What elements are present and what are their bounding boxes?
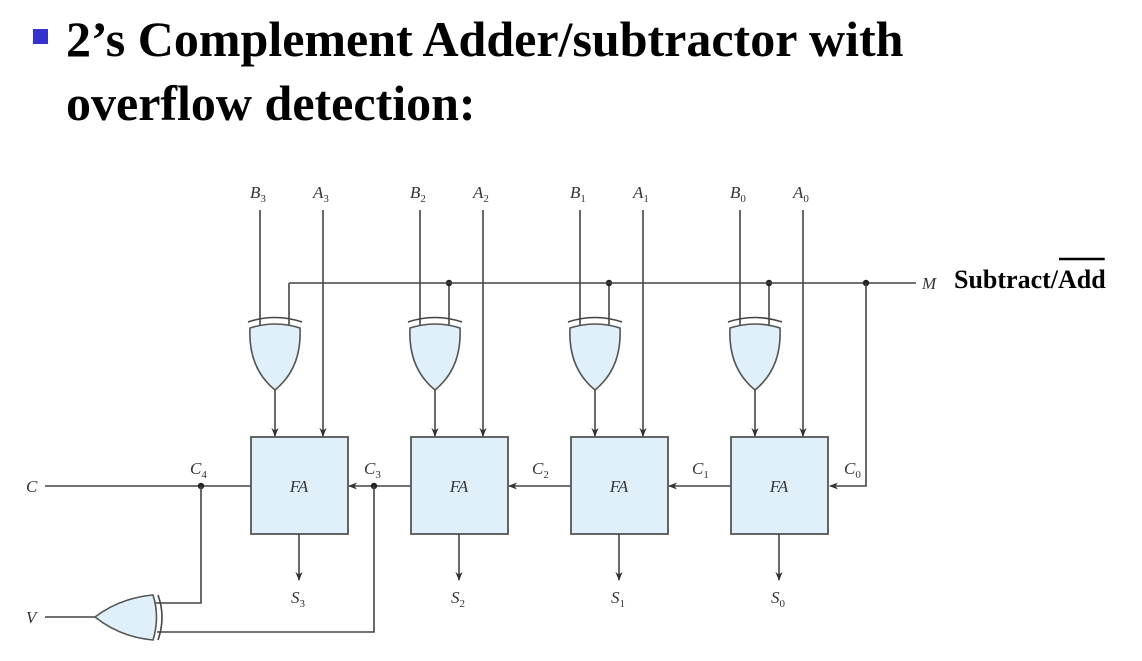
carry-label-c4-subscript: 4 xyxy=(201,469,207,481)
sum-label-subscript: 1 xyxy=(620,598,626,610)
sum-label-subscript: 3 xyxy=(300,598,306,610)
input-a-label: A2 xyxy=(472,183,489,205)
subtract-label: Subtract/ xyxy=(954,265,1059,294)
input-a-label-main: A xyxy=(632,183,644,202)
carry-label-c3-subscript: 3 xyxy=(375,469,381,481)
input-b-label: B2 xyxy=(410,183,426,205)
sum-label-subscript: 2 xyxy=(460,598,466,610)
carry-label-c1-main: C xyxy=(692,459,704,478)
input-b-label-subscript: 3 xyxy=(260,193,266,205)
input-b-label: B1 xyxy=(570,183,586,205)
carry-label-c2-subscript: 2 xyxy=(543,469,549,481)
c4-to-xor-wire xyxy=(153,486,202,604)
input-b-label: B0 xyxy=(730,183,746,205)
overflow-label: V xyxy=(26,608,39,627)
mode-to-c0-wire xyxy=(829,283,867,490)
input-a-label: A1 xyxy=(632,183,649,205)
sum-label-main: S xyxy=(611,588,620,607)
input-a-label-subscript: 1 xyxy=(643,193,649,205)
sum-label: S1 xyxy=(611,588,625,610)
title-line-2: overflow detection: xyxy=(66,75,476,131)
input-a-label-subscript: 2 xyxy=(483,193,489,205)
carry-label-c0-main: C xyxy=(844,459,856,478)
add-overlined-label: Add xyxy=(1058,265,1106,294)
sum-label-main: S xyxy=(771,588,780,607)
sum-label-main: S xyxy=(291,588,300,607)
input-a-label-main: A xyxy=(472,183,484,202)
input-b-label: B3 xyxy=(250,183,266,205)
title-line-1: 2’s Complement Adder/subtractor with xyxy=(66,11,904,67)
carry-out-label: C xyxy=(26,477,38,496)
xor-gate xyxy=(409,323,461,392)
sum-label-main: S xyxy=(451,588,460,607)
c3-to-xor-wire xyxy=(157,486,375,633)
bullet-square-icon xyxy=(33,29,48,44)
full-adder-box xyxy=(250,436,349,535)
xor-gate xyxy=(249,323,301,392)
carry-label-c1-subscript: 1 xyxy=(703,469,709,481)
carry-label-c0: C0 xyxy=(844,459,861,481)
carry-label-c4: C4 xyxy=(190,459,207,481)
sum-label-subscript: 0 xyxy=(780,598,786,610)
carry-label-c3: C3 xyxy=(364,459,381,481)
subtract-add-label: Subtract/Add xyxy=(954,265,1106,294)
input-a-label: A3 xyxy=(312,183,329,205)
input-b-label-subscript: 1 xyxy=(580,193,586,205)
carry-label-c3-main: C xyxy=(364,459,376,478)
full-adder-label: FA xyxy=(609,477,629,496)
input-b-label-main: B xyxy=(250,183,261,202)
carry-label-c4-main: C xyxy=(190,459,202,478)
xor-gate xyxy=(729,323,781,392)
full-adder-box xyxy=(570,436,669,535)
sum-label: S3 xyxy=(291,588,306,610)
input-b-label-main: B xyxy=(410,183,421,202)
xor-gate-back-arc xyxy=(567,316,623,323)
input-b-label-subscript: 0 xyxy=(740,193,746,205)
carry-label-c1: C1 xyxy=(692,459,709,481)
input-a-label-main: A xyxy=(792,183,804,202)
sum-label: S2 xyxy=(451,588,465,610)
overflow-xor-gate xyxy=(93,594,158,641)
input-a-label-subscript: 3 xyxy=(323,193,329,205)
input-a-label: A0 xyxy=(792,183,809,205)
xor-gate-back-arc xyxy=(727,316,783,323)
full-adder-label: FA xyxy=(769,477,789,496)
xor-gate xyxy=(569,323,621,392)
input-b-label-main: B xyxy=(730,183,741,202)
input-a-label-subscript: 0 xyxy=(803,193,809,205)
carry-label-c2-main: C xyxy=(532,459,544,478)
input-b-label-subscript: 2 xyxy=(420,193,426,205)
full-adder-label: FA xyxy=(449,477,469,496)
input-a-label-main: A xyxy=(312,183,324,202)
full-adder-box xyxy=(730,436,829,535)
xor-gate-back-arc xyxy=(407,316,463,323)
full-adder-box xyxy=(410,436,509,535)
xor-gate-back-arc xyxy=(247,316,303,323)
carry-label-c0-subscript: 0 xyxy=(855,469,861,481)
sum-label: S0 xyxy=(771,588,786,610)
input-b-label-main: B xyxy=(570,183,581,202)
overflow-xor-gate-back-arc xyxy=(157,594,163,641)
carry-label-c2: C2 xyxy=(532,459,549,481)
full-adder-label: FA xyxy=(289,477,309,496)
mode-signal-label: M xyxy=(921,274,937,293)
